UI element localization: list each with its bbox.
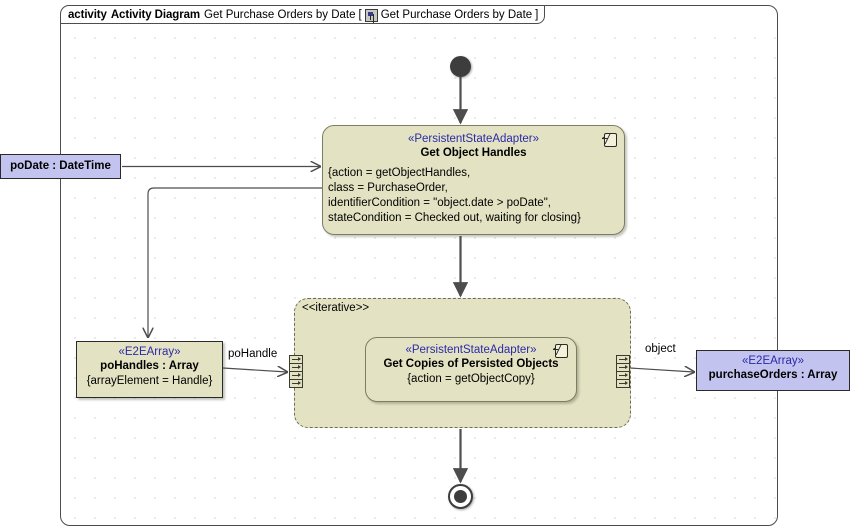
frame-bracket-close: ]: [535, 8, 539, 21]
activity-final-node[interactable]: [448, 484, 473, 509]
expansion-pin: [616, 379, 630, 388]
object-node-pohandles[interactable]: «E2EArray» poHandles : Array {arrayEleme…: [76, 341, 223, 398]
object-node-label: poHandles : Array: [100, 360, 199, 372]
object-node-purchaseorders[interactable]: «E2EArray» purchaseOrders : Array: [696, 350, 850, 391]
activity-diagram-icon: [364, 9, 378, 22]
stereotype-label: «E2EArray»: [741, 355, 804, 367]
activity-get-object-handles[interactable]: «PersistentStateAdapter» Get Object Hand…: [322, 125, 625, 235]
region-stereotype-label: <<iterative>>: [302, 302, 370, 314]
expansion-output-pins[interactable]: [616, 355, 630, 388]
activity-body-line: {action = getObjectHandles,: [328, 167, 471, 179]
activity-title: Get Object Handles: [420, 147, 527, 159]
activity-get-copies-of-persisted-objects[interactable]: «PersistentStateAdapter» Get Copies of P…: [365, 337, 577, 402]
activity-body-line: {action = getObjectCopy}: [407, 373, 535, 385]
activity-body-line: identifierCondition = "object.date > poD…: [328, 197, 551, 209]
stereotype-label: «E2EArray»: [118, 346, 181, 358]
persistent-state-adapter-icon: [553, 344, 570, 358]
edge-label-pohandle: poHandle: [228, 348, 278, 360]
object-node-podate[interactable]: poDate : DateTime: [0, 154, 121, 179]
activity-body-line: stateCondition = Checked out, waiting fo…: [328, 212, 581, 224]
expansion-pin: [289, 379, 303, 388]
frame-type-label: Activity Diagram: [110, 8, 200, 21]
activity-frame: [60, 5, 778, 526]
object-node-constraint: {arrayElement = Handle}: [86, 375, 213, 387]
object-node-label: poDate : DateTime: [10, 160, 111, 172]
frame-diagram-name: Get Purchase Orders by Date: [204, 8, 356, 21]
stereotype-label: «PersistentStateAdapter»: [407, 133, 540, 145]
stereotype-label: «PersistentStateAdapter»: [405, 344, 537, 356]
frame-header[interactable]: activity Activity Diagram Get Purchase O…: [60, 5, 546, 24]
expansion-input-pins[interactable]: [289, 355, 303, 388]
frame-keyword: activity: [68, 8, 107, 21]
frame-bracket-open: [: [358, 8, 362, 21]
frame-diagram-ref: Get Purchase Orders by Date: [380, 8, 533, 21]
activity-body-line: class = PurchaseOrder,: [328, 182, 448, 194]
edge-label-object: object: [645, 343, 676, 355]
initial-node[interactable]: [450, 56, 471, 77]
persistent-state-adapter-icon: [602, 133, 619, 147]
object-node-label: purchaseOrders : Array: [708, 369, 838, 381]
activity-title: Get Copies of Persisted Objects: [383, 358, 559, 370]
